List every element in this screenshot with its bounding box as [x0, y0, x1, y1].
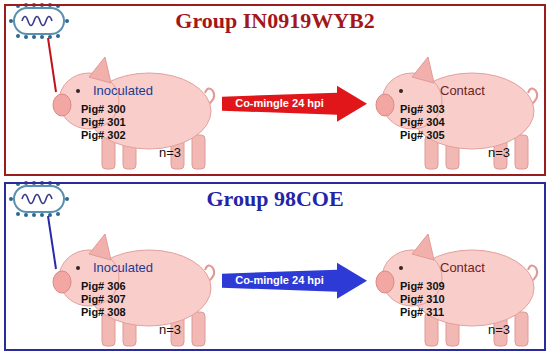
pig-ids: Pig# 300 Pig# 301 Pig# 302 [81, 103, 143, 143]
pig-role: Inoculated [93, 260, 153, 276]
pig-role: Contact [440, 260, 485, 276]
pig-figure: InoculatedPig# 306 Pig# 307 Pig# 308 n=3 [47, 224, 219, 350]
arrow-label: Co-mingle 24 hpi [233, 97, 326, 110]
pig-figure: InoculatedPig# 300 Pig# 301 Pig# 302 n=3 [47, 47, 219, 173]
group-size: n=3 [488, 322, 510, 338]
pig-figure: ContactPig# 303 Pig# 304 Pig# 305 n=3 [370, 47, 542, 173]
group-size: n=3 [488, 145, 510, 161]
pig-ids: Pig# 303 Pig# 304 Pig# 305 [400, 103, 462, 143]
group-size: n=3 [159, 145, 181, 161]
virus-icon [9, 181, 69, 217]
pig-drawing [47, 224, 219, 350]
pig-role: Inoculated [93, 83, 153, 99]
group-title: Group IN0919WYB2 [6, 8, 544, 34]
inoculation-line [48, 38, 56, 92]
pig-figure: ContactPig# 309 Pig# 310 Pig# 311 n=3 [370, 224, 542, 350]
pig-role: Contact [440, 83, 485, 99]
virus-icon [9, 3, 69, 39]
comingle-arrow [222, 263, 367, 299]
pig-ids: Pig# 309 Pig# 310 Pig# 311 [400, 280, 462, 320]
pig-drawing [370, 224, 542, 350]
group-size: n=3 [159, 322, 181, 338]
group-title: Group 98COE [6, 186, 544, 212]
arrow-label: Co-mingle 24 hpi [233, 274, 326, 287]
pig-drawing [370, 47, 542, 173]
group-box: InoculatedPig# 306 Pig# 307 Pig# 308n=3C… [4, 182, 546, 351]
inoculation-line [48, 216, 56, 269]
pig-ids: Pig# 306 Pig# 307 Pig# 308 [81, 280, 143, 320]
pig-drawing [47, 47, 219, 173]
group-box: InoculatedPig# 300 Pig# 301 Pig# 302n=3C… [4, 4, 546, 176]
comingle-arrow [222, 86, 367, 122]
